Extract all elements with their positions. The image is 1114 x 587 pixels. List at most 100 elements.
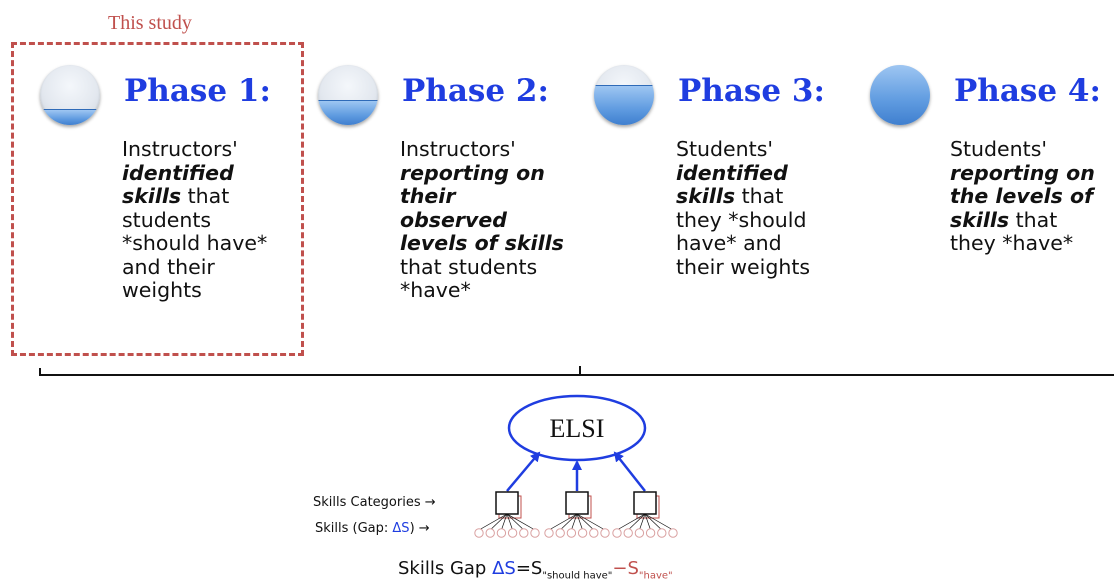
description-line: skills that xyxy=(676,184,810,209)
description-line: weights xyxy=(122,278,267,303)
category-node-shadow xyxy=(498,495,522,519)
skill-node xyxy=(657,528,667,538)
plain-text: Instructors' xyxy=(122,137,238,161)
description-line: skills that xyxy=(122,184,267,209)
emphasis-text: skills xyxy=(676,184,736,208)
skill-category-node xyxy=(495,491,519,515)
skill-nodes xyxy=(474,491,678,538)
skill-node xyxy=(566,528,577,538)
description-line: Instructors' xyxy=(122,137,267,162)
skill-edge xyxy=(644,513,651,531)
category-node-shadow xyxy=(568,495,592,519)
skill-edge xyxy=(506,513,513,531)
arrow-left xyxy=(506,451,541,492)
skill-node xyxy=(668,528,678,538)
skill-node xyxy=(589,528,599,538)
description-line: Students' xyxy=(950,137,1095,162)
skill-edge xyxy=(478,513,508,531)
plain-text: weights xyxy=(122,278,202,302)
description-line: that students xyxy=(400,254,564,280)
skill-edge xyxy=(571,513,578,531)
formula-s-have: S xyxy=(627,558,639,579)
skill-node xyxy=(645,528,656,538)
plain-text: Instructors' xyxy=(400,137,516,161)
skill-edge xyxy=(616,513,646,531)
plain-text: Students' xyxy=(676,137,774,161)
formula-delta: ΔS xyxy=(492,558,516,579)
phase-3-title: Phase 3: xyxy=(678,73,825,109)
formula-prefix: Skills Gap xyxy=(398,558,493,579)
emphasis-text: reporting on xyxy=(950,160,1095,185)
skills-gap-prefix: Skills (Gap: xyxy=(315,521,393,536)
emphasis-text: reporting on xyxy=(400,160,545,185)
plain-text: their weights xyxy=(676,254,811,279)
description-line: students xyxy=(122,207,267,233)
description-line: have* and xyxy=(676,231,810,256)
emphasis-text: levels of skills xyxy=(400,231,564,255)
skill-node xyxy=(600,528,610,538)
formula-minus: − xyxy=(612,558,628,579)
study-box xyxy=(11,42,304,356)
phase-1-bowl-icon xyxy=(40,65,100,125)
skill-edge xyxy=(501,513,508,531)
skill-node xyxy=(519,528,529,538)
plain-text: students xyxy=(122,207,212,232)
emphasis-text: identified xyxy=(676,160,788,185)
emphasis-text: observed xyxy=(400,207,507,232)
phase-4-title: Phase 4: xyxy=(954,73,1101,109)
description-line: identified xyxy=(676,160,810,186)
skill-node xyxy=(544,528,554,538)
skills-gap-label: Skills (Gap: ΔS) → xyxy=(315,521,430,536)
skill-edge xyxy=(506,513,525,531)
skill-edge xyxy=(489,513,508,531)
skill-node xyxy=(496,528,507,538)
description-line: levels of skills xyxy=(400,231,564,256)
elsi-label: ELSI xyxy=(550,414,605,443)
skill-category-node xyxy=(565,491,589,515)
phase-4-bowl-icon xyxy=(870,65,930,125)
plain-text: that xyxy=(1009,207,1058,232)
skill-node xyxy=(612,528,622,538)
plain-text: that students xyxy=(400,254,538,279)
phase-3-bowl-icon xyxy=(594,65,654,125)
skill-node xyxy=(555,528,565,538)
category-node-shadow xyxy=(636,495,660,519)
plain-text: that xyxy=(735,184,784,208)
phase-2-title: Phase 2: xyxy=(402,73,549,109)
description-line: reporting on xyxy=(400,160,564,186)
phase-1-title: Phase 1: xyxy=(124,73,271,109)
description-line: their weights xyxy=(676,254,811,280)
emphasis-text: their xyxy=(400,184,456,208)
skill-edge xyxy=(506,513,536,531)
description-line: observed xyxy=(400,207,564,233)
skills-gap-formula: Skills Gap ΔS=S"should have"−S"have" xyxy=(398,558,673,582)
plain-text: *have* xyxy=(400,278,471,302)
description-line: *should have* xyxy=(122,231,268,256)
phase-2-bowl-icon xyxy=(318,65,378,125)
emphasis-text: skills xyxy=(122,184,182,208)
emphasis-text: identified xyxy=(122,160,234,185)
study-label: This study xyxy=(108,12,192,34)
description-line: and their xyxy=(122,255,267,280)
skill-edge xyxy=(644,513,663,531)
elsi-ellipse xyxy=(507,394,647,462)
plain-text: *should have* xyxy=(122,231,268,255)
skill-category-node xyxy=(633,491,657,515)
skills-categories-label: Skills Categories → xyxy=(313,495,436,510)
bowl-fill xyxy=(870,65,930,125)
skill-edge xyxy=(644,513,674,531)
bracket xyxy=(39,366,1114,376)
plain-text: they *should xyxy=(676,207,807,232)
plain-text: they *have* xyxy=(950,231,1074,255)
plain-text: that xyxy=(181,184,230,208)
description-line: *have* xyxy=(400,278,564,303)
skill-edge xyxy=(548,513,578,531)
description-line: they *have* xyxy=(950,231,1095,256)
formula-should-sub: "should have" xyxy=(542,570,613,582)
skill-edge xyxy=(639,513,646,531)
bowl-fill xyxy=(318,100,378,125)
